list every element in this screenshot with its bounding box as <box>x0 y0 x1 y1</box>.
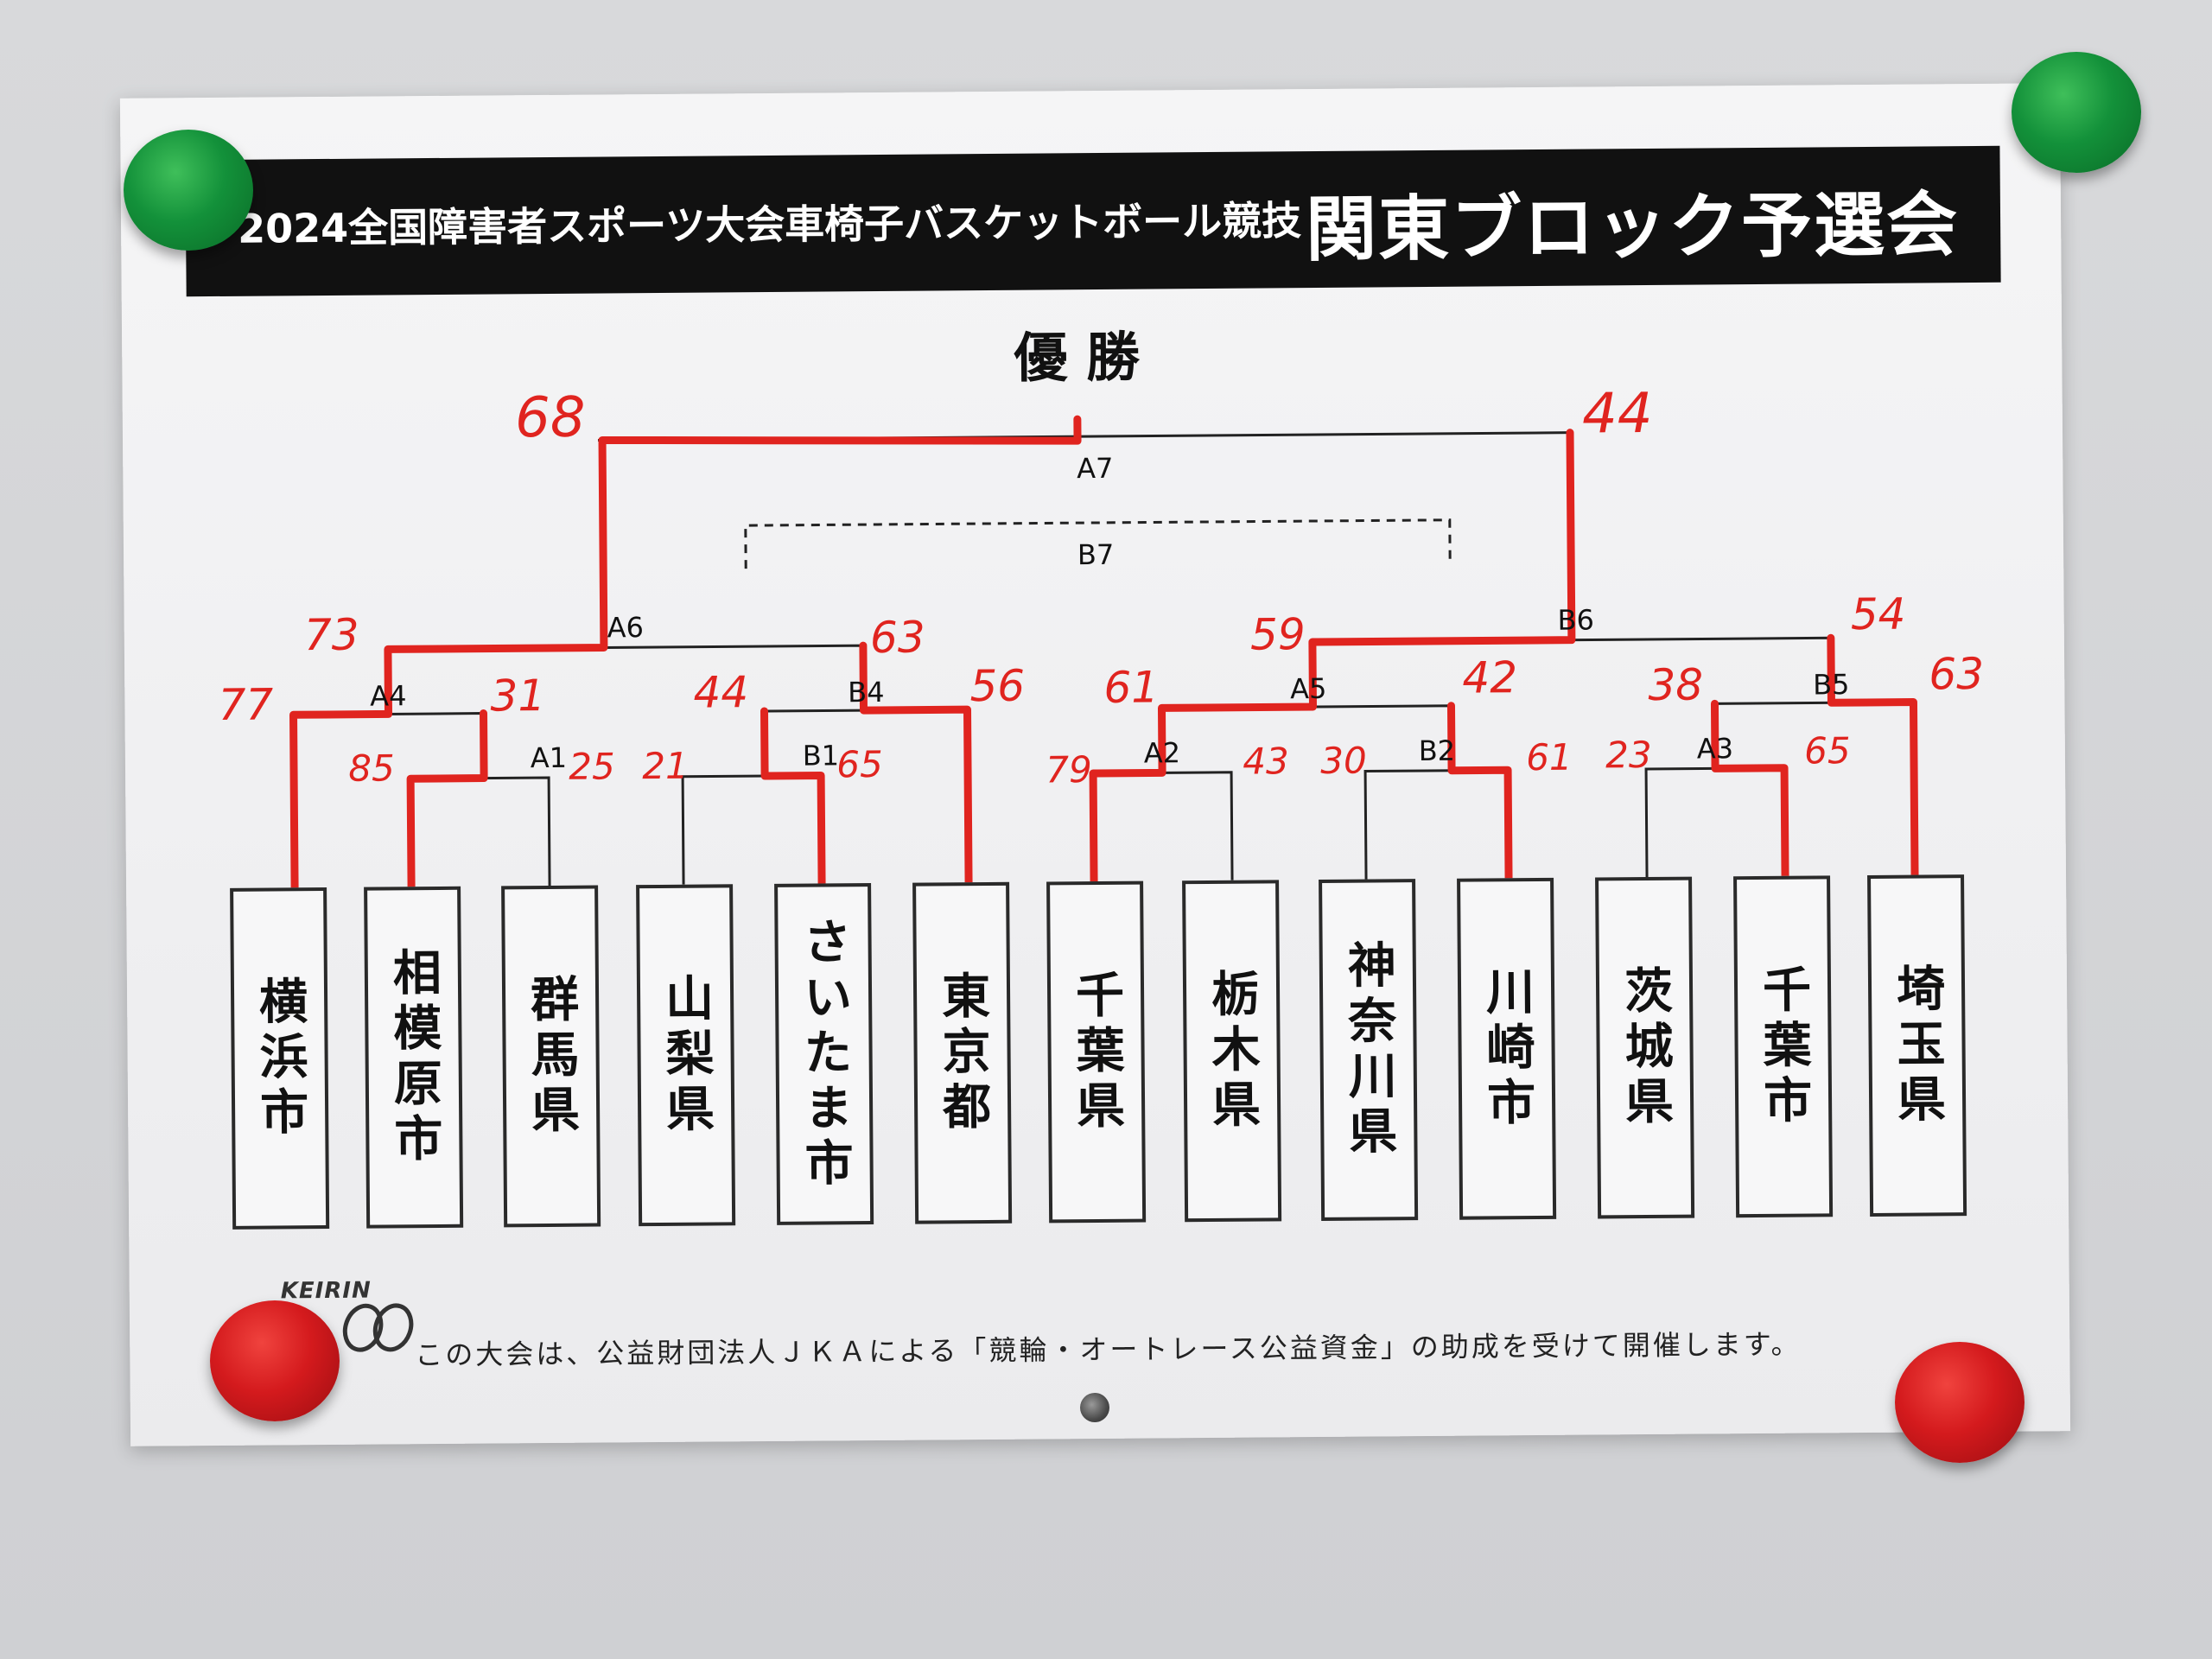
path-sagamihara <box>406 709 488 891</box>
score-a3-right: 65 <box>1804 729 1851 772</box>
score-b6-right: 54 <box>1851 589 1906 639</box>
score-b1-right: 65 <box>836 743 883 785</box>
green-magnet-top-right <box>2012 52 2141 173</box>
path-saitama-pref <box>1827 633 1919 880</box>
team-name: 埼玉県 <box>1888 962 1946 1129</box>
team-name: 茨城県 <box>1616 964 1674 1131</box>
path-chiba-city <box>1710 699 1789 880</box>
path-yokohama <box>289 415 1082 892</box>
champion-label: 優 勝 <box>1013 326 1141 390</box>
path-kawasaki <box>1446 702 1513 882</box>
score-a6-left: 73 <box>304 610 359 660</box>
score-a4-right: 31 <box>490 671 545 721</box>
score-b4-left: 44 <box>693 667 748 717</box>
score-a4-left: 77 <box>218 679 273 729</box>
team-box: 山梨県 <box>636 884 736 1227</box>
score-b4-right: 56 <box>969 661 1025 711</box>
score-b1-left: 21 <box>642 745 689 787</box>
team-name: 栃木県 <box>1203 968 1261 1135</box>
b7-line <box>744 518 1452 569</box>
match-label-a6: A6 <box>607 611 644 644</box>
green-magnet-top-left <box>124 130 253 251</box>
score-a1-right: 25 <box>569 745 615 787</box>
team-box: 東京都 <box>912 881 1013 1224</box>
path-chiba-pref <box>1089 429 1576 886</box>
score-a5-left: 61 <box>1103 662 1159 712</box>
team-box: 茨城県 <box>1595 876 1695 1219</box>
team-name: 相模原市 <box>385 946 443 1168</box>
team-box: 千葉市 <box>1733 875 1834 1218</box>
red-magnet-bottom-right <box>1895 1342 2024 1463</box>
score-a5-right: 42 <box>1462 652 1517 702</box>
a3-line <box>1644 766 1787 878</box>
team-name: 山梨県 <box>657 971 715 1139</box>
team-box: 埼玉県 <box>1867 874 1967 1217</box>
team-box: 相模原市 <box>364 886 464 1229</box>
a1-line <box>409 776 551 887</box>
team-name: 千葉市 <box>1754 963 1812 1130</box>
match-label-b7: B7 <box>1077 538 1115 571</box>
b2-line <box>1363 768 1510 880</box>
match-label-b2: B2 <box>1419 734 1456 767</box>
score-b5-right: 63 <box>1929 649 1984 699</box>
match-label-a5: A5 <box>1290 672 1327 705</box>
team-box: さいたま市 <box>774 883 874 1225</box>
a2-line <box>1091 771 1234 882</box>
team-name: さいたま市 <box>794 915 854 1193</box>
path-saitama-city <box>760 707 826 887</box>
match-label-a1: A1 <box>531 741 568 774</box>
match-label-a2: A2 <box>1144 736 1181 769</box>
b4-line <box>762 708 970 883</box>
b5-line <box>1713 701 1916 875</box>
team-box: 栃木県 <box>1182 880 1282 1223</box>
match-label-a3: A3 <box>1697 732 1734 765</box>
team-box: 川崎市 <box>1457 877 1557 1220</box>
score-a6-right: 63 <box>870 613 925 663</box>
team-box: 千葉県 <box>1046 880 1147 1224</box>
match-label-a4: A4 <box>370 679 407 712</box>
bracket-poster: 2024全国障害者スポーツ大会車椅子バスケットボール競技 関東ブロック予選会 優… <box>119 83 2071 1446</box>
team-box: 横浜市 <box>230 887 330 1230</box>
match-label-b4: B4 <box>848 676 885 709</box>
score-a7-right: 44 <box>1582 382 1653 447</box>
team-name: 東京都 <box>933 969 991 1136</box>
team-name: 横浜市 <box>251 975 308 1142</box>
b1-line <box>681 773 823 885</box>
score-a2-right: 43 <box>1243 740 1289 782</box>
match-label-a7: A7 <box>1077 452 1114 485</box>
score-b6-left: 59 <box>1250 609 1306 659</box>
score-a1-left: 85 <box>348 747 395 789</box>
wall-screw <box>1080 1393 1109 1422</box>
score-a3-left: 23 <box>1605 734 1652 776</box>
team-name: 千葉県 <box>1067 969 1125 1135</box>
winning-paths <box>289 415 1919 892</box>
team-name: 川崎市 <box>1478 965 1535 1133</box>
bracket-lines <box>292 431 1916 888</box>
a4-line <box>292 712 486 888</box>
match-label-b6: B6 <box>1557 603 1594 636</box>
score-b5-left: 38 <box>1648 659 1703 709</box>
score-a7-left: 68 <box>515 386 586 451</box>
match-label-b1: B1 <box>803 739 840 772</box>
keirin-rings-icon <box>342 1303 414 1352</box>
team-name: 群馬県 <box>522 973 580 1140</box>
team-name: 神奈川県 <box>1339 938 1398 1161</box>
match-label-b5: B5 <box>1813 668 1850 701</box>
tournament-bracket: 優 勝 <box>218 326 1984 892</box>
team-box: 群馬県 <box>501 885 601 1228</box>
red-magnet-bottom-left <box>210 1300 340 1421</box>
a5-line <box>1160 704 1453 773</box>
score-b2-left: 30 <box>1320 740 1367 782</box>
path-tokyo <box>859 641 973 887</box>
keirin-logo: KEIRIN <box>280 1277 372 1305</box>
score-a2-left: 79 <box>1046 748 1092 791</box>
score-b2-right: 61 <box>1526 736 1573 779</box>
team-box: 神奈川県 <box>1319 879 1419 1221</box>
